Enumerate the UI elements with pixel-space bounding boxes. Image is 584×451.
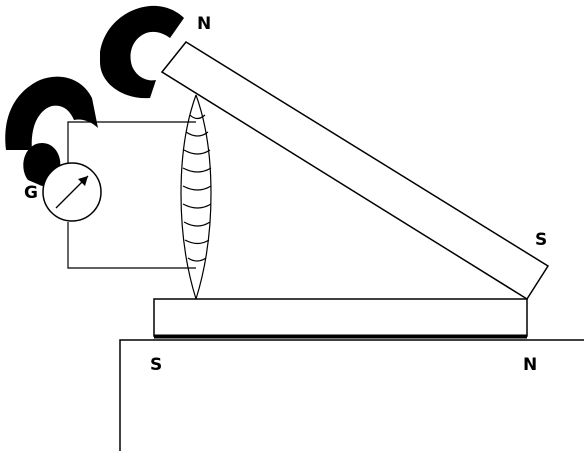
watermark-letter-c [100, 5, 184, 99]
watermark-letter-a [5, 76, 98, 186]
base-magnet-right-pole-label: N [523, 355, 537, 375]
tilted-magnet-bottom-pole-label: S [535, 230, 547, 250]
tilted-magnet-top-pole-label: N [197, 14, 211, 34]
base-block [119, 339, 584, 451]
galvanometer-label: G [24, 183, 38, 203]
tilted-bar-magnet [160, 41, 550, 301]
galvanometer-icon [42, 162, 102, 222]
circuit-wires [67, 121, 196, 269]
base-magnet-left-pole-label: S [150, 355, 162, 375]
coil-spring [180, 94, 212, 300]
horizontal-bar-magnet [153, 298, 528, 339]
watermark-logo [5, 5, 184, 186]
